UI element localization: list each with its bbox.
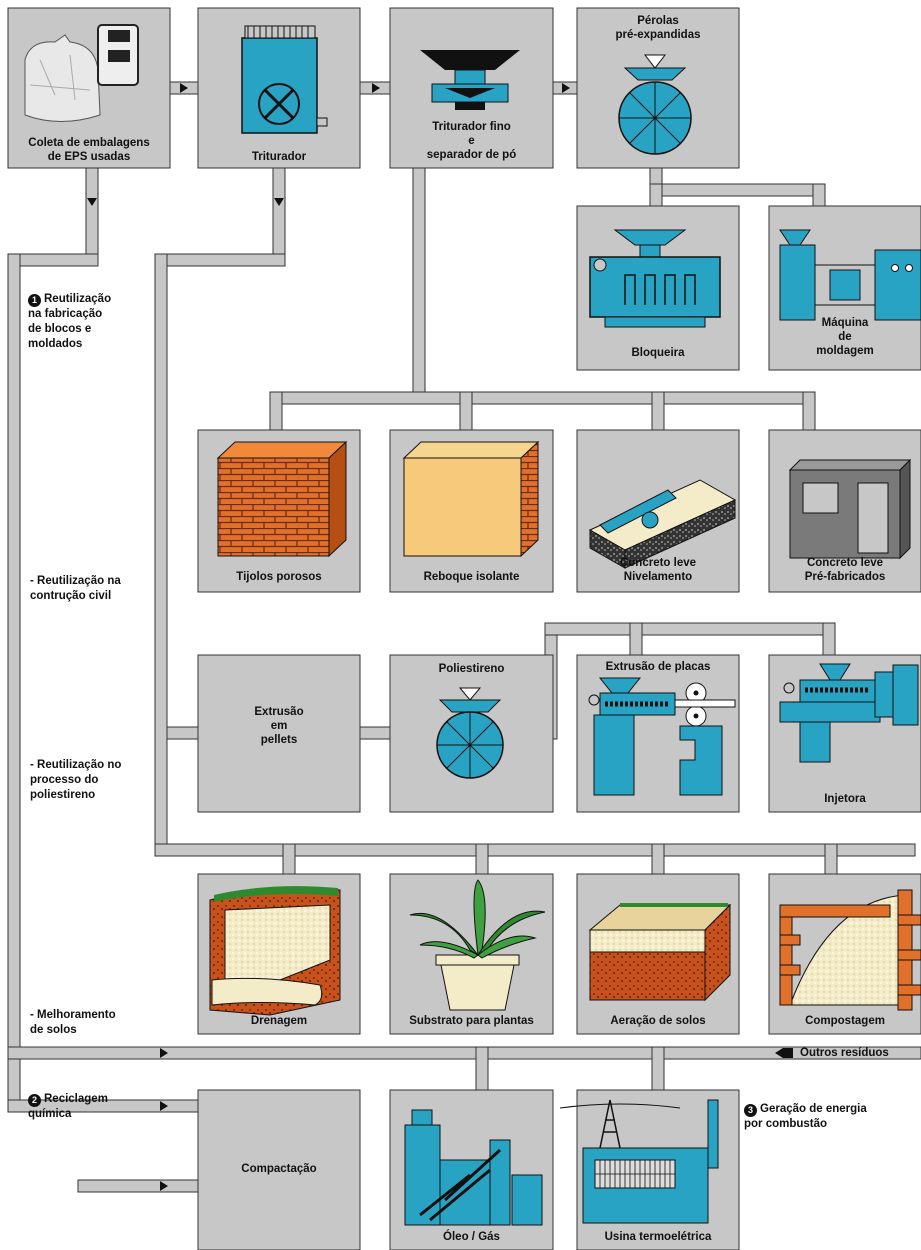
plant-substrate-illustration	[409, 879, 546, 1011]
label-concreto-pre: Concreto leve Pré-fabricados	[804, 557, 886, 583]
shredder-illustration	[241, 25, 328, 134]
brick-wall-illustration	[216, 440, 348, 558]
label-aeracao: Aeração de solos	[610, 1015, 706, 1027]
step-number-1: 1	[28, 294, 41, 307]
label-perolas: Pérolas pré-expandidas	[615, 15, 701, 41]
step-number-2: 2	[28, 1094, 41, 1107]
label-oleo-gas: Óleo / Gás	[443, 1231, 500, 1243]
block-machine-illustration	[589, 229, 721, 328]
injection-machine-illustration	[779, 663, 919, 763]
fine-shredder-illustration	[420, 50, 520, 110]
label-injetora: Injetora	[824, 793, 866, 805]
label-triturador-fino: Triturador fino e separador de pó	[426, 121, 517, 161]
label-extrusao-placas: Extrusão de placas	[605, 661, 711, 673]
side-text-reciclagem: Reciclagem química	[28, 1093, 108, 1120]
side-text-reutilizacao-blocos: Reutilização na fabricação de blocos e m…	[28, 293, 112, 350]
power-plant-illustration	[559, 1099, 719, 1224]
label-reboque: Reboque isolante	[423, 571, 520, 583]
label-coleta: Coleta de embalagens de EPS usadas	[28, 137, 150, 163]
insulating-plaster-illustration	[402, 440, 540, 558]
side-label-construcao: - Reutilização na contrução civil	[30, 575, 121, 602]
label-compostagem: Compostagem	[805, 1015, 885, 1027]
label-drenagem: Drenagem	[250, 1015, 308, 1027]
label-concreto-nivelamento: Concreto leve Nivelamento	[619, 557, 697, 583]
sheet-extruder-illustration	[588, 677, 736, 796]
label-substrato: Substrato para plantas	[409, 1015, 534, 1027]
pre-expander-illustration	[618, 54, 692, 155]
side-label-poliestireno: - Reutilização no processo do poliestire…	[30, 759, 122, 801]
side-text-geracao: Geração de energia por combustão	[744, 1103, 867, 1130]
eps-bag-illustration	[24, 24, 139, 122]
label-triturador: Triturador	[251, 151, 307, 163]
oil-gas-plant-illustration	[404, 1109, 543, 1226]
flow-arrows	[87, 83, 793, 1191]
label-tijolos: Tijolos porosos	[236, 571, 322, 583]
pipes	[7, 81, 921, 1193]
label-compactacao: Compactação	[241, 1163, 317, 1175]
polystyrene-expander-illustration	[436, 687, 504, 779]
side-label-melhoramento: - Melhoramento de solos	[30, 1009, 116, 1036]
precast-concrete-illustration	[788, 458, 912, 560]
label-maquina: Máquina de moldagem	[816, 317, 874, 357]
label-extrusao-pellets: Extrusão em pellets	[254, 706, 304, 746]
label-bloqueira: Bloqueira	[631, 347, 685, 359]
soil-aeration-illustration	[588, 903, 732, 1002]
molding-machine-illustration	[779, 229, 921, 321]
step-number-3: 3	[744, 1104, 757, 1117]
side-label-outros-residuos: Outros resíduos	[800, 1047, 889, 1059]
leveling-concrete-illustration	[588, 479, 737, 569]
drainage-illustration	[209, 886, 341, 1016]
label-poliestireno: Poliestireno	[438, 663, 505, 675]
label-usina: Usina termoelétrica	[604, 1231, 712, 1243]
composting-illustration	[779, 889, 921, 1011]
